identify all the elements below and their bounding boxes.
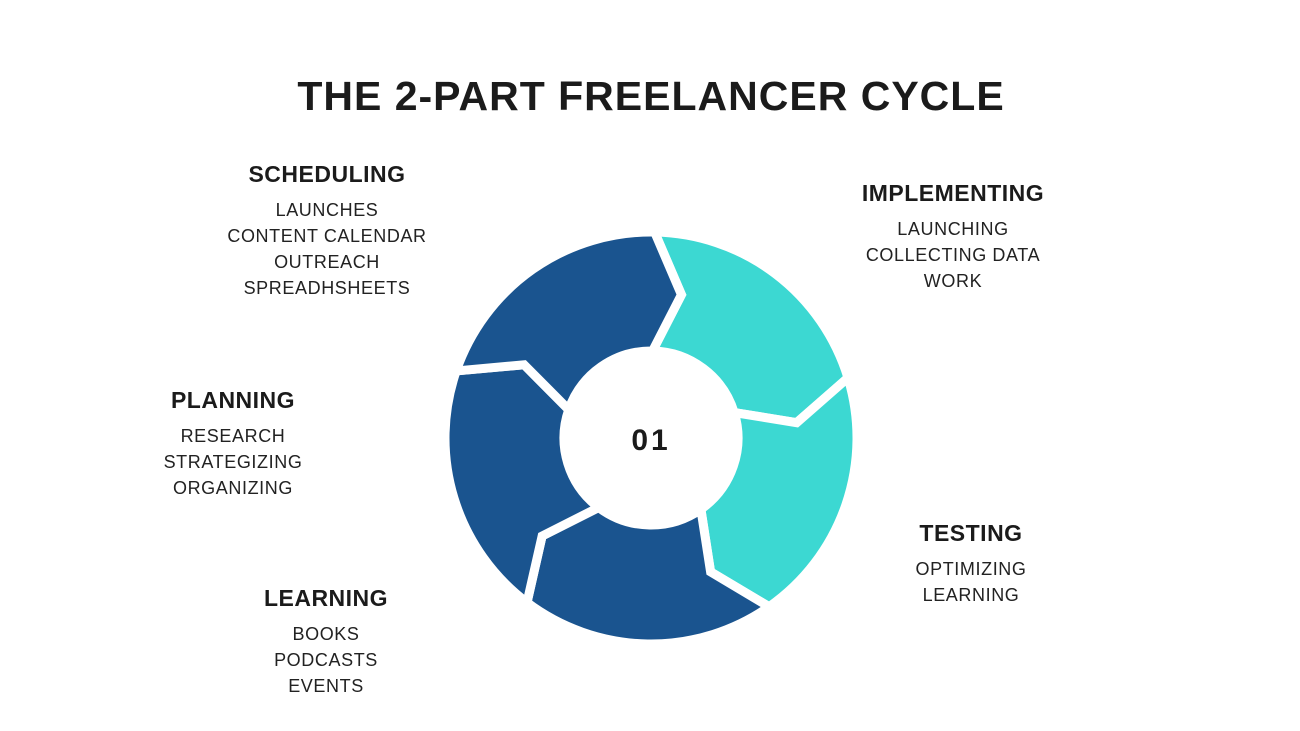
group-items: BOOKS PODCASTS EVENTS bbox=[264, 621, 388, 699]
wheel-segment-learning bbox=[521, 501, 778, 649]
group-implementing: IMPLEMENTING LAUNCHING COLLECTING DATA W… bbox=[862, 179, 1044, 294]
group-item: RESEARCH bbox=[180, 426, 286, 446]
group-scheduling: SCHEDULING LAUNCHES CONTENT CALENDAR OUT… bbox=[227, 160, 426, 301]
group-items: RESEARCH STRATEGIZING ORGANIZING bbox=[164, 423, 303, 501]
group-item: ORGANIZING bbox=[172, 478, 293, 498]
group-item: PODCASTS bbox=[274, 650, 378, 670]
group-item: SPREADHSHEETS bbox=[243, 278, 411, 298]
group-items: LAUNCHING COLLECTING DATA WORK bbox=[862, 216, 1044, 294]
cycle-center-label: 01 bbox=[631, 424, 671, 457]
group-item: CONTENT CALENDAR bbox=[227, 226, 427, 246]
group-item: WORK bbox=[923, 271, 983, 291]
group-heading: SCHEDULING bbox=[248, 161, 406, 187]
group-item: OUTREACH bbox=[274, 252, 380, 272]
wheel-segment-testing bbox=[696, 369, 862, 613]
group-item: EVENTS bbox=[288, 676, 364, 696]
group-item: COLLECTING DATA bbox=[865, 245, 1041, 265]
group-testing: TESTING OPTIMIZING LEARNING bbox=[916, 519, 1027, 608]
cycle-wheel bbox=[440, 227, 862, 649]
wheel-segment-implementing bbox=[645, 227, 854, 428]
group-item: LAUNCHING bbox=[897, 219, 1009, 239]
wheel-segment-scheduling bbox=[449, 227, 687, 418]
group-items: LAUNCHES CONTENT CALENDAR OUTREACH SPREA… bbox=[227, 197, 426, 301]
group-heading: TESTING bbox=[919, 520, 1023, 546]
page-title: THE 2-PART FREELANCER CYCLE bbox=[297, 73, 1005, 119]
group-heading: IMPLEMENTING bbox=[861, 180, 1045, 206]
group-heading: PLANNING bbox=[170, 387, 296, 413]
wheel-segment-planning bbox=[440, 360, 608, 611]
group-item: OPTIMIZING bbox=[915, 559, 1027, 579]
group-learning: LEARNING BOOKS PODCASTS EVENTS bbox=[264, 584, 388, 699]
group-item: LAUNCHES bbox=[275, 200, 379, 220]
group-heading: LEARNING bbox=[263, 585, 389, 611]
group-item: STRATEGIZING bbox=[163, 452, 303, 472]
group-item: BOOKS bbox=[292, 624, 360, 644]
group-item: LEARNING bbox=[922, 585, 1020, 605]
group-items: OPTIMIZING LEARNING bbox=[916, 556, 1027, 608]
group-planning: PLANNING RESEARCH STRATEGIZING ORGANIZIN… bbox=[164, 386, 303, 501]
